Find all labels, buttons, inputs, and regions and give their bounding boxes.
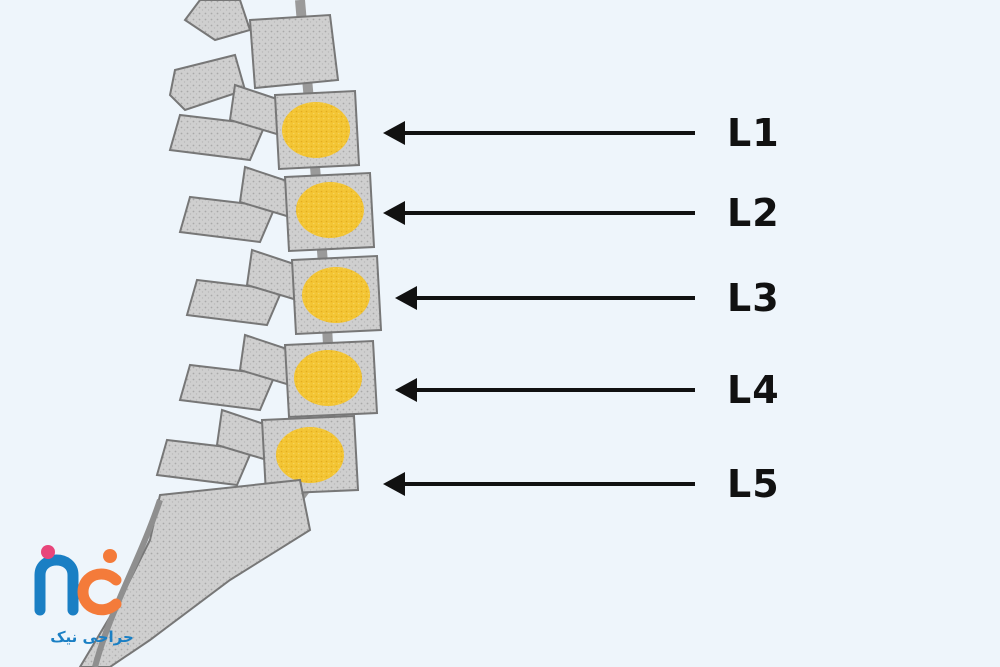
vertebra-highlight (276, 427, 344, 483)
vertebra-l2 (178, 165, 376, 253)
logo-mark-icon (34, 545, 122, 616)
vertebra-l5 (155, 408, 360, 496)
vertebra-l1 (168, 83, 361, 171)
label-l3: L3 (727, 276, 780, 320)
arrow-head-icon (383, 121, 405, 145)
spinous-process (155, 438, 254, 487)
sacrum (78, 478, 312, 667)
arrow-head-icon (395, 378, 417, 402)
spinous-process (178, 363, 277, 412)
vertebra-l4 (178, 333, 379, 419)
arrow-head-icon (395, 286, 417, 310)
vertebra-t12 (168, 0, 340, 112)
label-l1: L1 (727, 111, 780, 155)
label-l5: L5 (727, 462, 780, 506)
lumbar-vertebrae (155, 83, 383, 496)
label-l4: L4 (727, 368, 780, 412)
vertebra-l3 (185, 248, 383, 336)
spinous-process (178, 195, 277, 244)
arrow-head-icon (383, 472, 405, 496)
logo: جراحی نیک (28, 540, 138, 655)
vertebra-highlight (282, 102, 350, 158)
spinous-process (185, 278, 284, 327)
logo-text: جراحی نیک (50, 628, 134, 646)
vertebra-highlight (302, 267, 370, 323)
label-l2: L2 (727, 191, 780, 235)
arrow-head-icon (383, 201, 405, 225)
vertebra-highlight (296, 182, 364, 238)
spinous-process (168, 113, 267, 162)
vertebra-highlight (294, 350, 362, 406)
